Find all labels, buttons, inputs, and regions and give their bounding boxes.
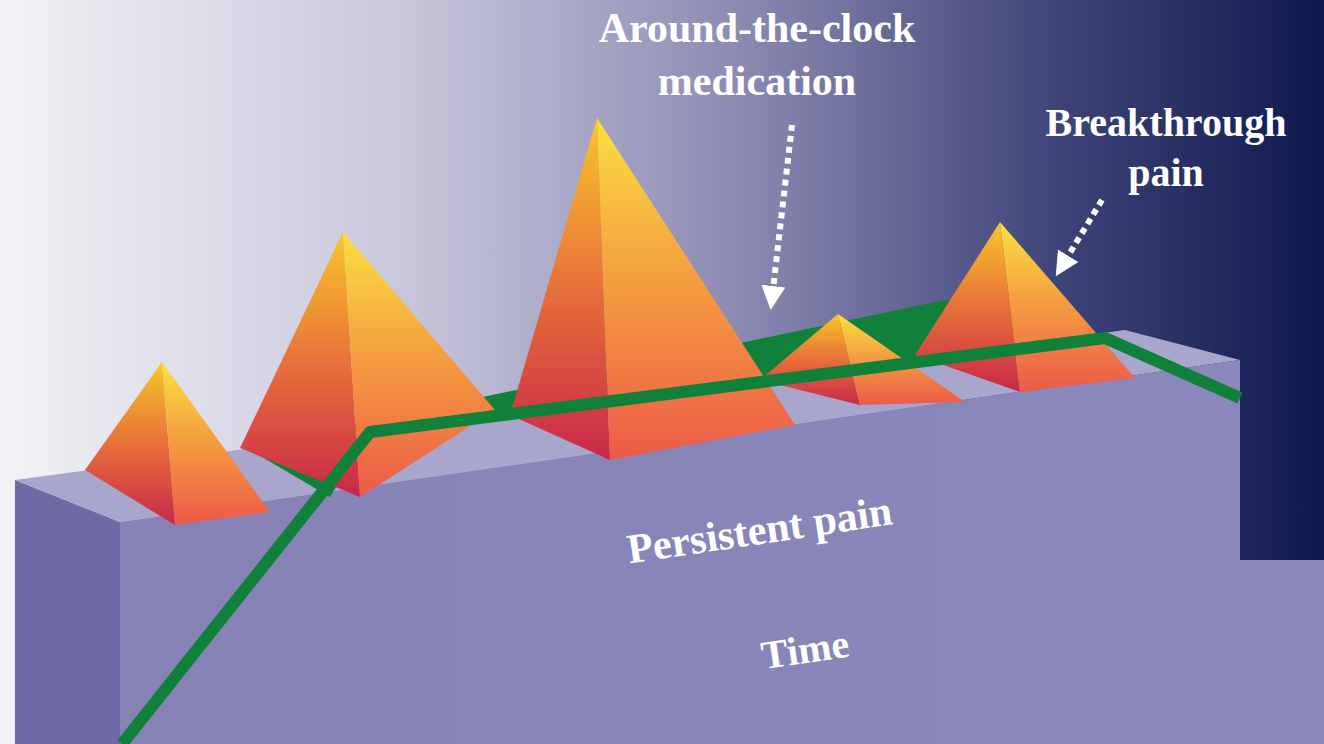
bar-label: Persistent pain <box>624 484 896 575</box>
medication-line <box>122 338 1240 744</box>
breakthrough-pyramids <box>85 118 1135 525</box>
leader-arrow <box>772 125 792 298</box>
callout-label: Breakthrough pain <box>1016 98 1316 198</box>
axis-label: Time <box>758 619 853 681</box>
leader-arrow <box>1062 200 1102 266</box>
persistent-pain-bar: Persistent painTime <box>300 440 1200 720</box>
callout-label: Around-the-clock medication <box>547 2 967 107</box>
bar-end <box>15 480 120 744</box>
